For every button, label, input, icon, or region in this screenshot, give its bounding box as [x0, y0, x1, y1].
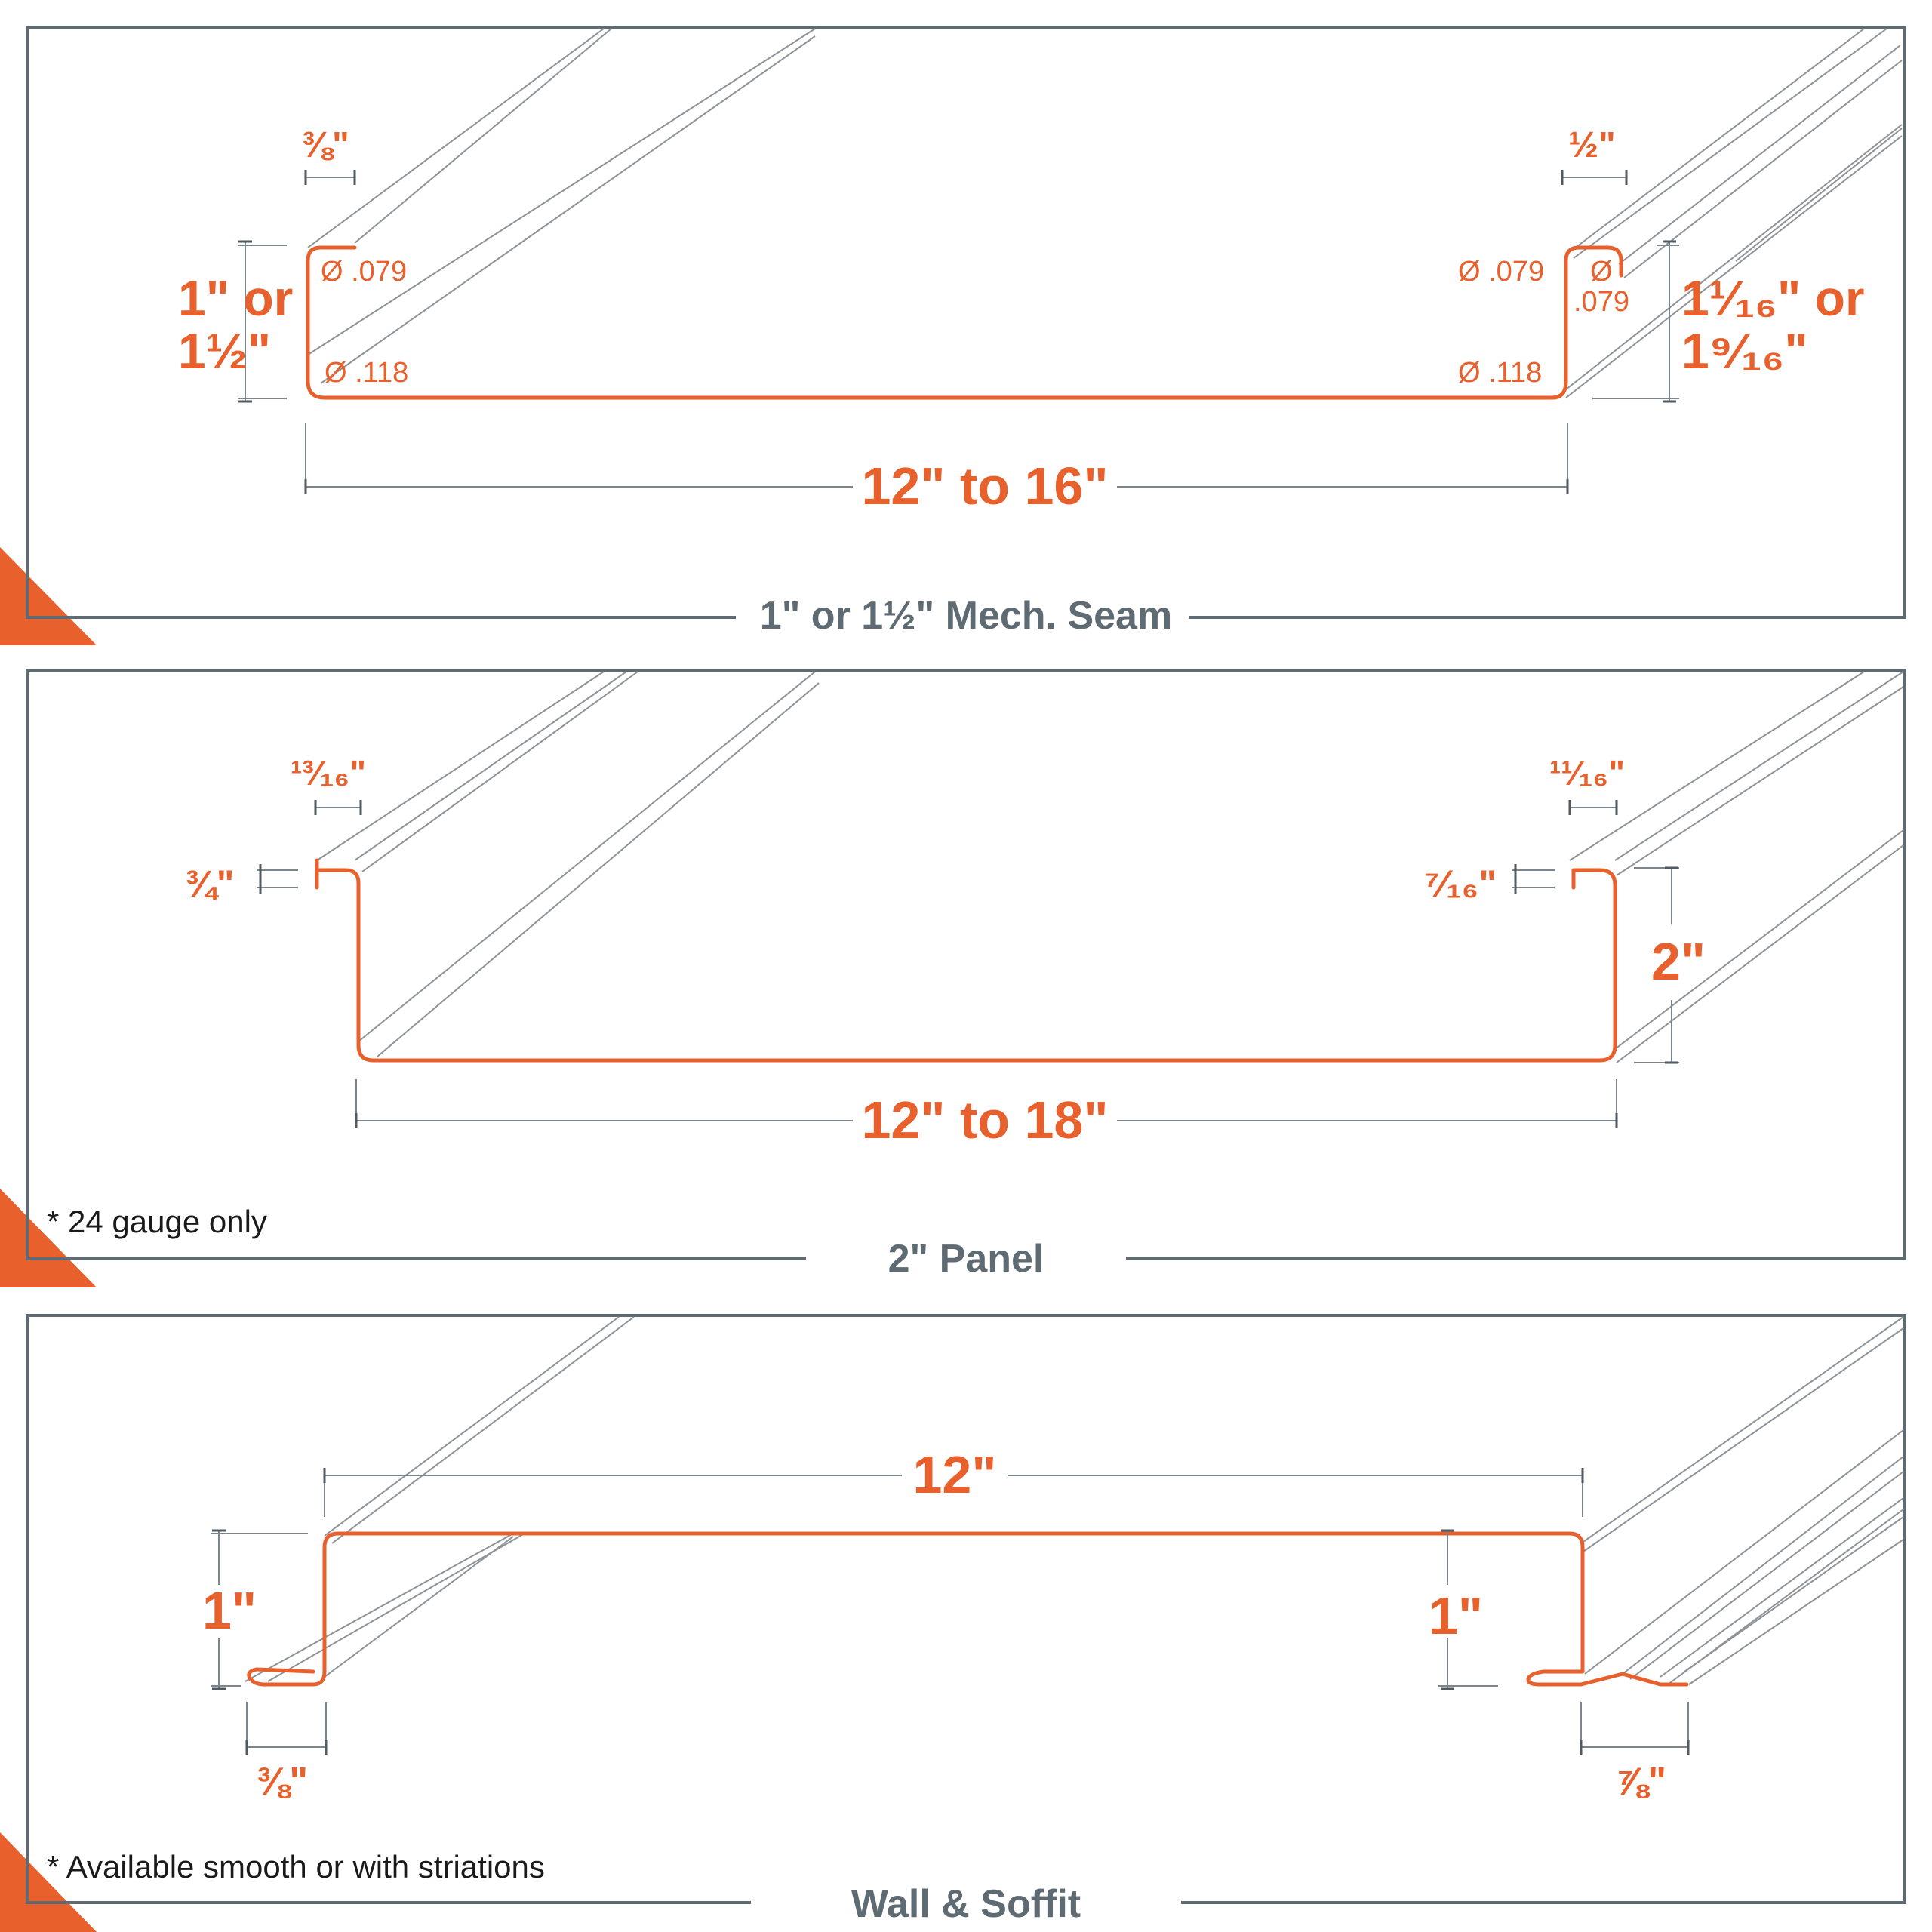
panel-frame-1 [26, 26, 1906, 619]
panel-3-geometry [245, 1316, 1904, 1685]
panel-3-title: Wall & Soffit [851, 1882, 1081, 1926]
panel-1-radius-top-left: Ø .079 [321, 256, 407, 288]
panel-1-left-height-label-1: 1" or [178, 270, 293, 326]
panel-2-geometry [316, 671, 1904, 1063]
panel-1-dimensions [238, 170, 1679, 494]
panel-1-right-leg-label: ½" [1568, 125, 1616, 165]
panel-mech-seam: ⅜" ½" 1" or 1½" 1¹⁄₁₆" or 1⁹⁄₁₆" 12" to … [0, 26, 1906, 645]
panel-1-geometry [307, 28, 1903, 398]
panel-2-width-label: 12" to 18" [861, 1091, 1108, 1149]
panel-1-right-height-label-2: 1⁹⁄₁₆" [1681, 323, 1808, 379]
panel-1-radius-hook-2: .079 [1574, 286, 1629, 318]
panel-2-left-lip-label: ¾" [185, 863, 234, 905]
panel-2-left-leg-label: ¹³⁄₁₆" [291, 753, 366, 792]
corner-accent-2 [0, 1189, 97, 1287]
panel-2-title: 2" Panel [888, 1237, 1044, 1281]
panel-3-width-label: 12" [912, 1445, 996, 1504]
panel-3-dimensions [211, 1468, 1690, 1755]
panel-1-title: 1" or 1½" Mech. Seam [760, 594, 1172, 638]
panel-1-width-label: 12" to 16" [861, 457, 1108, 515]
corner-accent-1 [0, 547, 97, 645]
panel-3-right-height-label: 1" [1429, 1586, 1483, 1645]
panel-2-height-label: 2" [1651, 932, 1706, 991]
panel-3-right-foot-label: ⅞" [1615, 1760, 1666, 1804]
panel-2-profile [315, 858, 1617, 1063]
panel-1-profile [306, 245, 1623, 400]
panel-1-left-leg-label: ⅜" [302, 125, 349, 165]
panel-1-radius-bottom-left: Ø .118 [325, 357, 408, 389]
panel-2-note: * 24 gauge only [47, 1204, 267, 1239]
panel-1-right-height-label-1: 1¹⁄₁₆" or [1681, 270, 1865, 326]
panel-2-dimensions [257, 800, 1679, 1128]
panel-1-radius-hook-1: Ø [1590, 256, 1613, 288]
panel-3-left-foot-label: ⅜" [257, 1760, 308, 1804]
panel-wall-soffit: 12" 1" 1" ⅜" ⅞" * Available smooth or wi… [0, 1314, 1906, 1932]
panel-1-radius-bottom-right: Ø .118 [1458, 357, 1542, 389]
panel-2-inch: ¹³⁄₁₆" ¹¹⁄₁₆" ¾" ⁷⁄₁₆" 2" 12" to 18" * 2… [0, 669, 1906, 1287]
panel-2-right-leg-label: ¹¹⁄₁₆" [1549, 753, 1625, 792]
panel-frame-2 [26, 669, 1906, 1260]
panel-3-note: * Available smooth or with striations [47, 1849, 545, 1884]
panel-3-profile [247, 1531, 1689, 1687]
panel-2-right-lip-label: ⁷⁄₁₆" [1424, 863, 1497, 905]
panel-3-left-height-label: 1" [202, 1581, 257, 1640]
panel-frame-3 [26, 1314, 1906, 1904]
panel-1-radius-top-right: Ø .079 [1458, 256, 1544, 288]
panel-1-left-height-label-2: 1½" [178, 323, 271, 379]
corner-accent-3 [0, 1832, 97, 1932]
